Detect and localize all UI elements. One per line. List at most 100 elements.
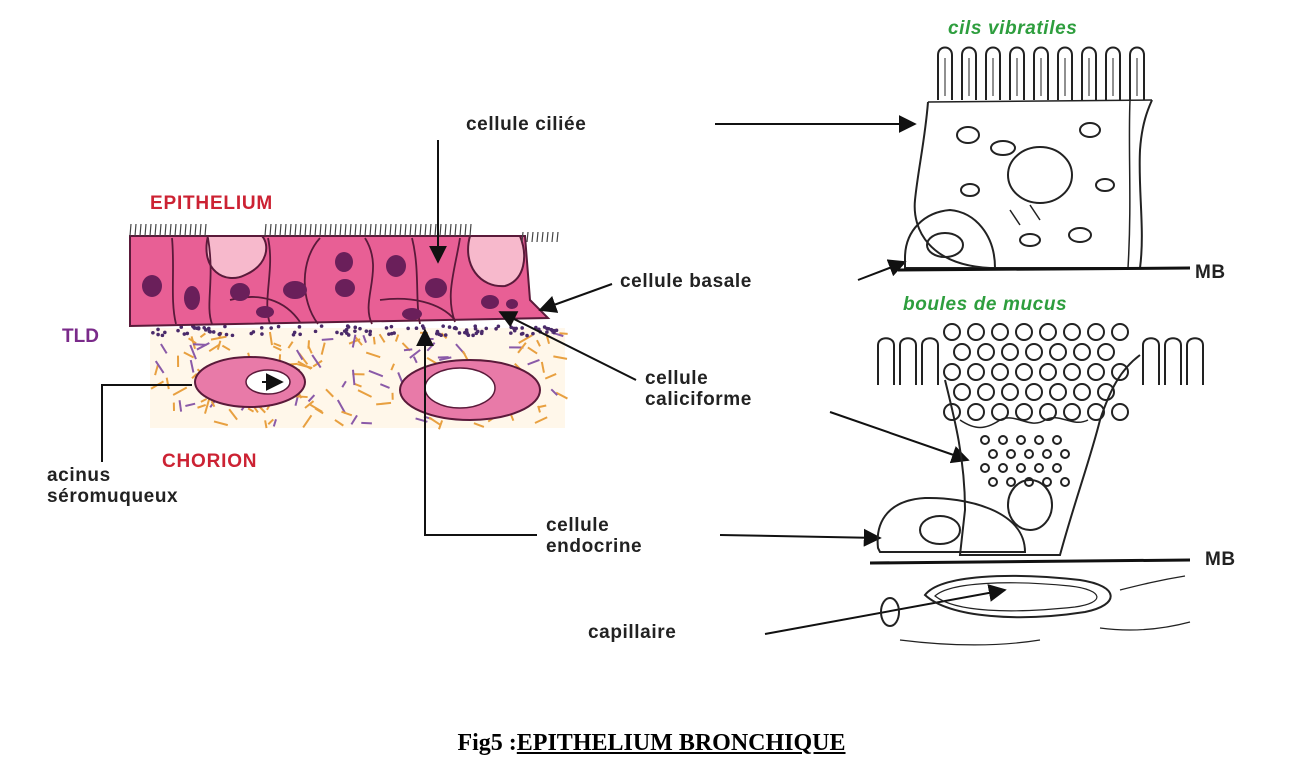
- mucus-ball: [943, 403, 961, 421]
- label-tld: TLD: [62, 326, 99, 347]
- mucus-granule: [1006, 477, 1016, 487]
- tld-dot: [260, 332, 264, 336]
- mucus-ball: [1063, 323, 1081, 341]
- cilium: [961, 46, 977, 100]
- cilium: [179, 223, 182, 237]
- arrow-caliciforme-right: [829, 411, 970, 464]
- tld-dot: [163, 330, 167, 335]
- tld-dot: [206, 326, 211, 331]
- tld-dot: [176, 328, 180, 333]
- cilium: [531, 231, 534, 243]
- cilium: [359, 223, 362, 237]
- chorion-fiber: [540, 361, 545, 373]
- tld-dot: [406, 326, 410, 331]
- tld-dot: [298, 332, 302, 337]
- cilium: [541, 231, 544, 243]
- cilium: [414, 223, 417, 237]
- chorion-fiber: [196, 342, 210, 351]
- chorion-fiber: [365, 351, 381, 359]
- chorion-fiber: [295, 349, 304, 361]
- mucus-ball: [1087, 403, 1105, 421]
- cilium: [399, 223, 402, 237]
- cilium: [1105, 46, 1121, 100]
- tld-dot: [230, 333, 235, 338]
- cilium: [169, 223, 172, 237]
- mucus-ball: [977, 383, 995, 401]
- arrow-caliciforme-left: [498, 311, 637, 381]
- mucus-ball: [977, 343, 995, 361]
- tld-dot: [224, 332, 229, 337]
- cilium: [1164, 337, 1182, 385]
- chorion-fiber: [357, 389, 372, 398]
- chorion-fiber: [247, 407, 255, 413]
- chorion-fiber: [473, 422, 485, 428]
- cilium: [1129, 46, 1145, 100]
- tld-dot: [464, 328, 469, 332]
- tld-dot: [339, 331, 344, 336]
- cilium: [389, 223, 392, 237]
- mucus-ball: [1087, 363, 1105, 381]
- chorion-fiber: [438, 420, 444, 430]
- tld-dot: [552, 330, 556, 335]
- chorion-fiber: [185, 402, 196, 407]
- chorion-fiber: [160, 343, 168, 354]
- mucus-ball: [1039, 363, 1057, 381]
- mucus-ball: [1049, 383, 1067, 401]
- chorion-fiber: [200, 398, 207, 403]
- cilium: [324, 223, 327, 237]
- tld-dot: [368, 332, 372, 337]
- bronchial-epithelium-diagram: EPITHELIUM TLD CHORION acinus séromuqueu…: [47, 18, 1235, 646]
- chorion-fiber: [208, 343, 221, 353]
- cilium: [354, 223, 357, 237]
- cilium: [1081, 46, 1097, 100]
- mucus-ball: [1025, 383, 1043, 401]
- cilium: [459, 223, 462, 237]
- chorion-fiber: [297, 360, 312, 370]
- mucus-ball: [991, 323, 1009, 341]
- cilium: [184, 223, 187, 237]
- tld-dot: [156, 332, 160, 337]
- chorion-fiber: [336, 399, 347, 414]
- chorion-fiber: [376, 401, 392, 406]
- mucus-granule: [1016, 463, 1026, 473]
- chorion-fiber: [325, 388, 334, 398]
- chorion-fiber: [390, 363, 395, 371]
- mucus-ball: [1097, 343, 1115, 361]
- tld-dot: [480, 329, 484, 334]
- tld-dot: [207, 329, 212, 334]
- chorion-fiber: [361, 421, 372, 425]
- cilium: [384, 223, 387, 237]
- tld-dot: [313, 329, 318, 334]
- tld-dot: [364, 329, 369, 333]
- mucus-granule: [1060, 449, 1070, 459]
- tld-dot: [439, 333, 443, 338]
- membrane-basale-top: [897, 266, 1191, 272]
- chorion-fiber: [199, 332, 206, 338]
- chorion-fiber: [321, 337, 334, 341]
- tld-dot: [160, 333, 165, 338]
- cilium: [521, 231, 524, 243]
- chorion-fiber: [204, 398, 211, 414]
- label-endocrine-line1: cellule: [546, 515, 609, 536]
- cilium: [304, 223, 307, 237]
- arrow-capillaire: [764, 584, 1007, 635]
- cilium: [174, 223, 177, 237]
- chorion-fiber: [527, 358, 540, 366]
- cilium: [364, 223, 367, 237]
- cilium: [546, 231, 549, 243]
- tld-dot: [358, 326, 362, 331]
- goblet-cell-drawing: [876, 323, 1204, 556]
- chorion-fiber: [154, 364, 159, 376]
- chorion-fiber: [550, 388, 558, 396]
- chorion-fiber: [309, 403, 323, 413]
- cilium: [556, 231, 559, 243]
- cilium: [344, 223, 347, 237]
- mucus-granule: [1042, 449, 1052, 459]
- cilium: [164, 223, 167, 237]
- chorion-fiber: [341, 410, 353, 417]
- mucus-granule: [988, 477, 998, 487]
- cilium: [409, 223, 412, 237]
- chorion-fiber: [183, 351, 195, 359]
- cilium: [154, 223, 157, 237]
- chorion-fiber: [267, 418, 274, 425]
